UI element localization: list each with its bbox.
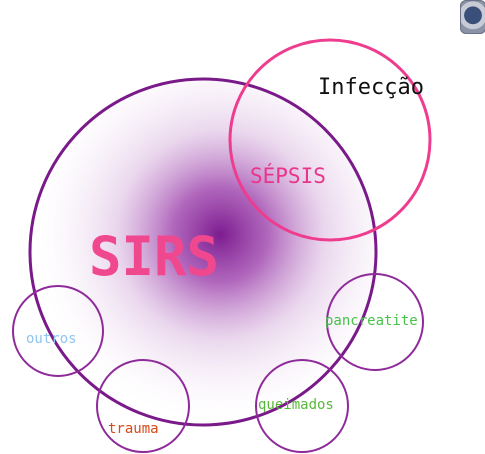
- pancreatitis-circle: [326, 273, 424, 371]
- sirs-circle: [28, 77, 378, 427]
- pancreatitis-label: pancreatite: [325, 313, 418, 329]
- burns-circle: [255, 359, 349, 453]
- sepsis-label: SÉPSIS: [250, 163, 326, 188]
- others-label: outros: [26, 331, 77, 347]
- sirs-label: SIRS: [89, 225, 219, 288]
- burns-label: queimados: [258, 397, 334, 413]
- infection-label: Infecção: [318, 75, 424, 100]
- sirs-circle-fill: [30, 79, 376, 425]
- logo-emblem-icon: [460, 0, 485, 34]
- trauma-circle: [96, 359, 190, 453]
- infection-circle: [228, 38, 432, 242]
- others-circle: [12, 285, 104, 377]
- trauma-label: trauma: [108, 421, 159, 437]
